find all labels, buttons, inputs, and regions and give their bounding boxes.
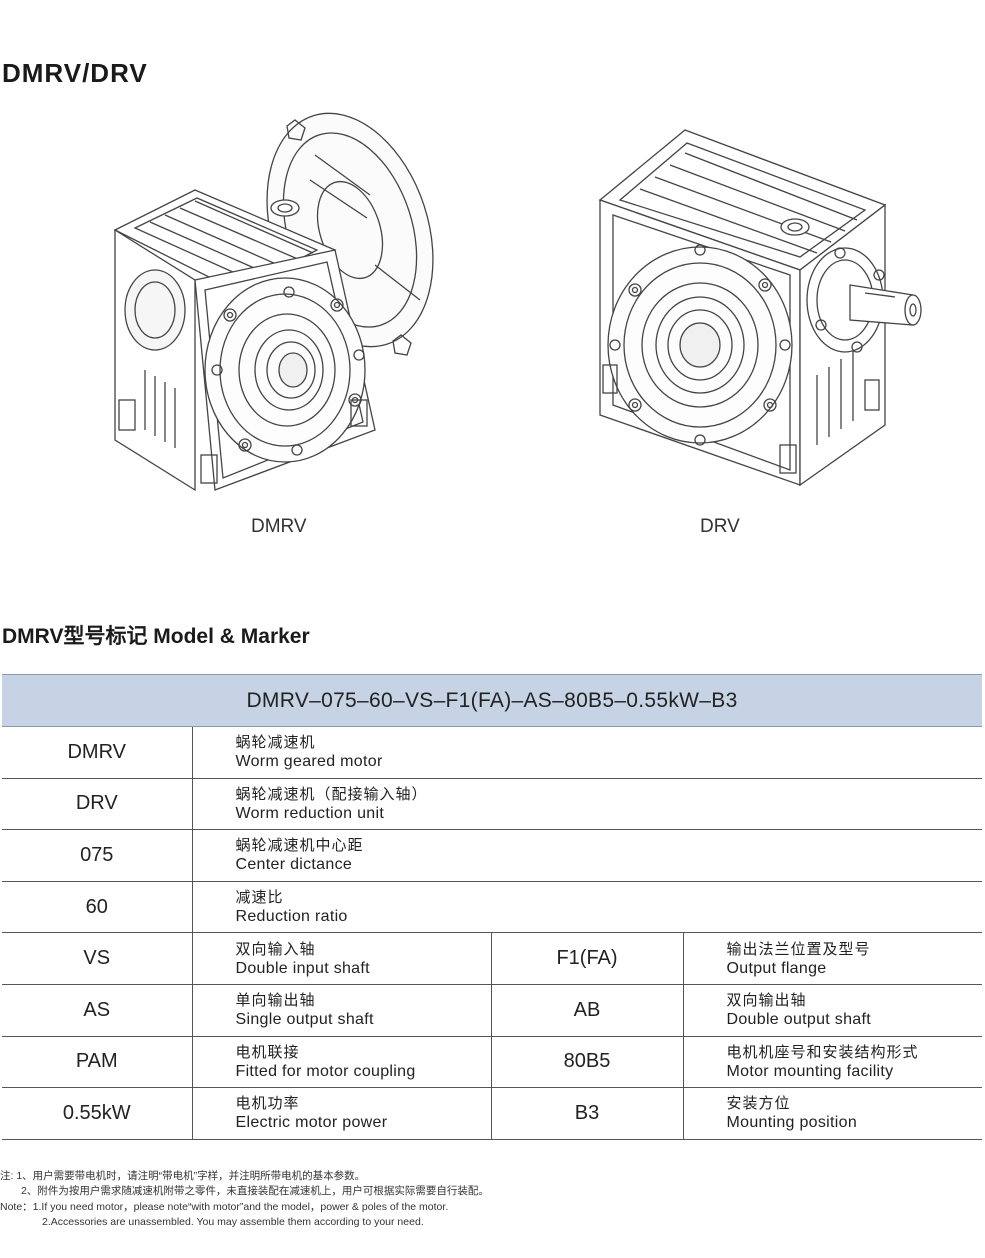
drv-illustration	[595, 125, 925, 495]
table-row: 60 减速比 Reduction ratio	[2, 881, 983, 934]
row-code: PAM	[2, 1036, 193, 1089]
dmrv-caption: DMRV	[251, 516, 307, 537]
row-code: AS	[2, 984, 193, 1037]
model-code-header: DMRV–075–60–VS–F1(FA)–AS–80B5–0.55kW–B3	[2, 674, 983, 727]
footnotes: 注: 1、用户需要带电机时，请注明“带电机”字样，并注明所带电机的基本参数。 2…	[0, 1169, 489, 1230]
description-en: Electric motor power	[235, 1114, 388, 1132]
table-row: VS 双向输入轴 Double input shaft F1(FA) 输出法兰位…	[2, 932, 983, 985]
row-code: DMRV	[2, 726, 193, 779]
row-description: 蜗轮减速机（配接输入轴） Worm reduction unit	[192, 778, 983, 831]
row-code: VS	[2, 932, 193, 985]
table-header-row: DMRV–075–60–VS–F1(FA)–AS–80B5–0.55kW–B3	[2, 674, 983, 727]
description-cn: 安装方位	[726, 1095, 791, 1113]
drv-caption: DRV	[700, 516, 740, 537]
description-en: Reduction ratio	[235, 908, 348, 926]
row-code: 075	[2, 829, 193, 882]
description-cn: 电机机座号和安装结构形式	[726, 1043, 919, 1061]
model-marker-table: DMRV–075–60–VS–F1(FA)–AS–80B5–0.55kW–B3 …	[2, 674, 983, 1140]
row-code-secondary: AB	[491, 984, 684, 1037]
row-description: 蜗轮减速机 Worm geared motor	[192, 726, 983, 779]
description-en: Worm geared motor	[235, 753, 383, 771]
row-code: DRV	[2, 778, 193, 831]
description-en: Double input shaft	[235, 959, 370, 977]
row-code-secondary: F1(FA)	[491, 932, 684, 985]
description-cn: 双向输入轴	[235, 940, 316, 958]
description-cn: 双向输出轴	[726, 992, 807, 1010]
description-en: Mounting position	[726, 1114, 858, 1132]
description-cn: 输出法兰位置及型号	[726, 940, 871, 958]
row-code-secondary: 80B5	[491, 1036, 684, 1089]
row-description: 双向输入轴 Double input shaft	[192, 932, 492, 985]
row-description: 电机功率 Electric motor power	[192, 1087, 492, 1140]
dmrv-gearbox-drawing	[113, 112, 434, 492]
table-row: DRV 蜗轮减速机（配接输入轴） Worm reduction unit	[2, 778, 983, 831]
description-cn: 电机功率	[235, 1095, 300, 1113]
footnote-line: 注: 1、用户需要带电机时，请注明“带电机”字样，并注明所带电机的基本参数。	[0, 1170, 366, 1182]
page-title: DMRV/DRV	[2, 58, 148, 88]
row-description: 蜗轮减速机中心距 Center dictance	[192, 829, 983, 882]
row-description: 减速比 Reduction ratio	[192, 881, 983, 934]
description-cn: 蜗轮减速机中心距	[235, 837, 364, 855]
row-code-secondary: B3	[491, 1087, 684, 1140]
description-cn: 电机联接	[235, 1043, 300, 1061]
description-cn: 蜗轮减速机（配接输入轴）	[235, 785, 428, 803]
footnote-line: 2、附件为按用户需求随减速机附带之零件，未直接装配在减速机上，用户可根据实际需要…	[0, 1185, 489, 1198]
description-en: Single output shaft	[235, 1011, 374, 1029]
footnote-line: 2.Accessories are unassembled. You may a…	[0, 1215, 424, 1228]
dmrv-illustration	[105, 100, 445, 500]
row-description-secondary: 双向输出轴 Double output shaft	[683, 984, 983, 1037]
table-row: DMRV 蜗轮减速机 Worm geared motor	[2, 726, 983, 779]
description-en: Output flange	[726, 959, 827, 977]
table-row: PAM 电机联接 Fitted for motor coupling 80B5 …	[2, 1036, 983, 1089]
description-en: Fitted for motor coupling	[235, 1062, 416, 1080]
description-en: Motor mounting facility	[726, 1062, 894, 1080]
row-description-secondary: 安装方位 Mounting position	[683, 1087, 983, 1140]
table-row: AS 单向输出轴 Single output shaft AB 双向输出轴 Do…	[2, 984, 983, 1037]
row-description: 单向输出轴 Single output shaft	[192, 984, 492, 1037]
description-cn: 单向输出轴	[235, 992, 316, 1010]
row-description: 电机联接 Fitted for motor coupling	[192, 1036, 492, 1089]
row-description-secondary: 输出法兰位置及型号 Output flange	[683, 932, 983, 985]
section-subtitle: DMRV型号标记 Model & Marker	[2, 625, 310, 648]
drv-gearbox-drawing	[598, 129, 922, 487]
description-en: Double output shaft	[726, 1011, 871, 1029]
footnote-line: Note：1.If you need motor，please note“wit…	[0, 1200, 449, 1213]
table-row: 075 蜗轮减速机中心距 Center dictance	[2, 829, 983, 882]
description-cn: 减速比	[235, 889, 284, 907]
row-description-secondary: 电机机座号和安装结构形式 Motor mounting facility	[683, 1036, 983, 1089]
description-cn: 蜗轮减速机	[235, 734, 316, 752]
table-row: 0.55kW 电机功率 Electric motor power B3 安装方位…	[2, 1087, 983, 1140]
row-code: 60	[2, 881, 193, 934]
description-en: Center dictance	[235, 856, 353, 874]
description-en: Worm reduction unit	[235, 804, 385, 822]
row-code: 0.55kW	[2, 1087, 193, 1140]
